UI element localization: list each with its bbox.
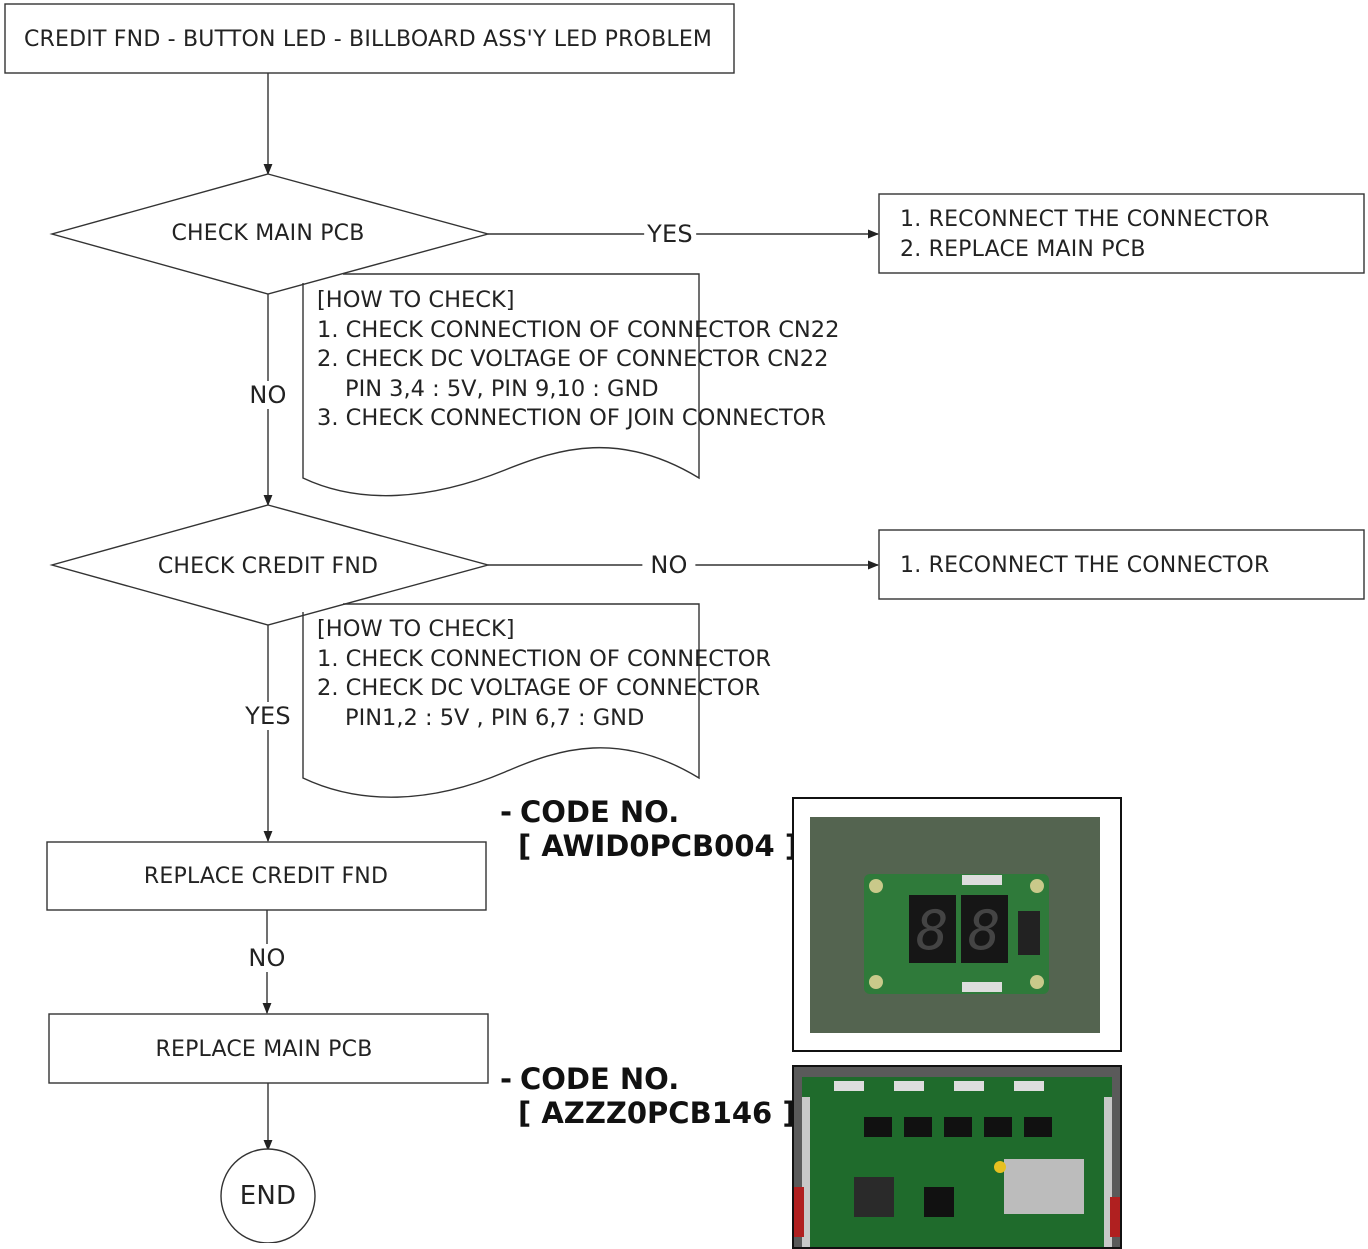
decision1-label: CHECK MAIN PCB — [171, 221, 365, 246]
how-to-check-note-2 — [302, 603, 700, 798]
main-pcb-photo — [792, 1065, 1122, 1249]
code-block-2: -CODE NO. [ AZZZ0PCB146 ] — [500, 1062, 796, 1130]
how-to-check-1-text: [HOW TO CHECK] 1. CHECK CONNECTION OF CO… — [317, 286, 839, 434]
action1-line-2: 2. REPLACE MAIN PCB — [900, 237, 1146, 262]
code1-number: [ AWID0PCB004 ] — [518, 829, 799, 863]
note1-line-2: 2. CHECK DC VOLTAGE OF CONNECTOR CN22 — [317, 346, 829, 372]
code2-dash: - — [500, 1062, 513, 1096]
svg-text:8: 8 — [968, 899, 1001, 962]
page-title: CREDIT FND - BUTTON LED - BILLBOARD ASS'… — [24, 27, 713, 52]
code2-heading: CODE NO. — [520, 1062, 680, 1096]
code1-heading: CODE NO. — [520, 795, 680, 829]
credit-fnd-board-photo: 8 8 — [792, 797, 1122, 1052]
decision2-yes-label: YES — [242, 702, 294, 730]
code1-dash: - — [500, 795, 513, 829]
decision1-no-label: NO — [246, 381, 290, 409]
main-pcb-image — [794, 1067, 1120, 1247]
note2-line-1: 1. CHECK CONNECTION OF CONNECTOR — [317, 645, 772, 672]
note1-line-heading: [HOW TO CHECK] — [317, 287, 515, 313]
decision2-no-label: NO — [642, 551, 696, 579]
note2-line-2: 2. CHECK DC VOLTAGE OF CONNECTOR — [317, 675, 761, 701]
how-to-check-2-text: [HOW TO CHECK] 1. CHECK CONNECTION OF CO… — [317, 615, 771, 733]
replace-main-pcb-label: REPLACE MAIN PCB — [155, 1037, 373, 1062]
code2-number: [ AZZZ0PCB146 ] — [518, 1096, 796, 1130]
replace-credit-fnd-label: REPLACE CREDIT FND — [143, 864, 389, 889]
decision1-yes-label: YES — [644, 220, 696, 248]
decision2-label: CHECK CREDIT FND — [157, 554, 379, 579]
replace-fnd-no-label: NO — [245, 944, 289, 972]
credit-fnd-board-image: 8 8 — [810, 817, 1100, 1033]
title-box — [4, 3, 735, 74]
action2-line-1: 1. RECONNECT THE CONNECTOR — [900, 553, 1270, 578]
how-to-check-note-1 — [302, 273, 700, 497]
note1-line-1: 1. CHECK CONNECTION OF CONNECTOR CN22 — [317, 316, 840, 343]
note2-line-heading: [HOW TO CHECK] — [317, 616, 515, 642]
end-label: END — [239, 1181, 297, 1211]
action1-line-1: 1. RECONNECT THE CONNECTOR — [900, 207, 1270, 232]
code-block-1: -CODE NO. [ AWID0PCB004 ] — [500, 795, 798, 863]
note1-line-3: 3. CHECK CONNECTION OF JOIN CONNECTOR — [317, 405, 827, 431]
note2-line-2b: PIN1,2 : 5V , PIN 6,7 : GND — [345, 704, 645, 731]
action-box-1 — [878, 193, 1365, 274]
note1-line-2b: PIN 3,4 : 5V, PIN 9,10 : GND — [345, 375, 659, 402]
action-box-2 — [878, 529, 1365, 600]
svg-text:8: 8 — [916, 899, 949, 962]
end-terminal — [220, 1148, 316, 1243]
box-replace-credit-fnd — [46, 841, 487, 911]
